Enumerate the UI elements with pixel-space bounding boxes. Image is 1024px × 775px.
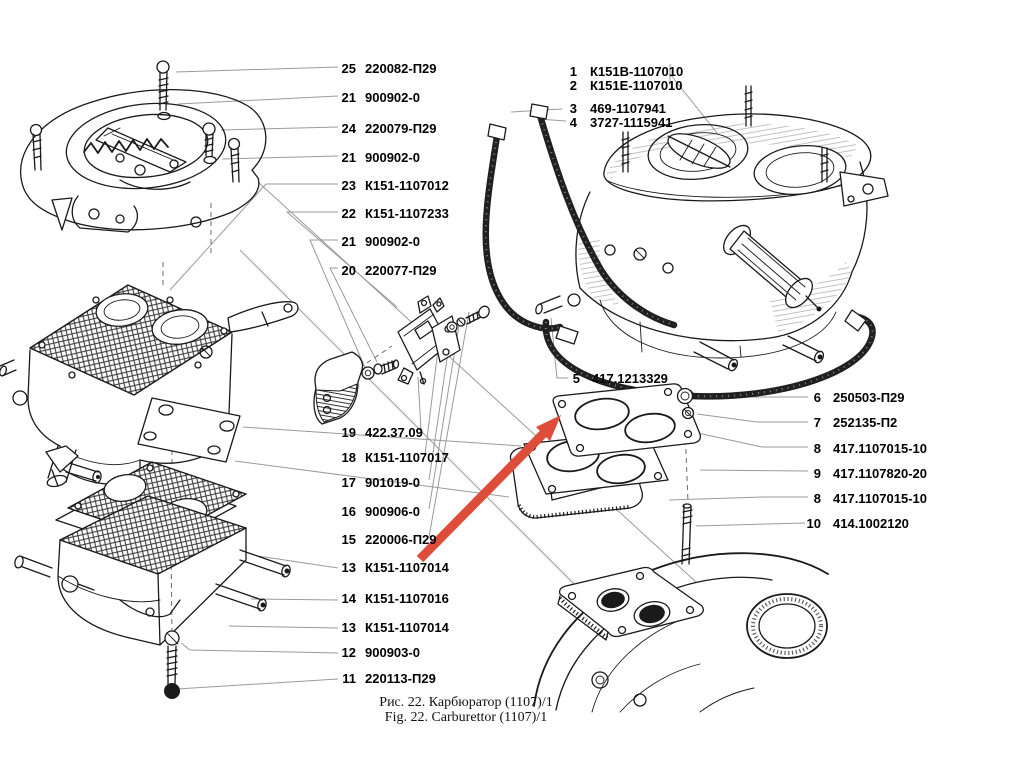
- part-code: 220082-П29: [365, 61, 437, 76]
- part-number: 4: [569, 115, 577, 130]
- part-code: 220079-П29: [365, 121, 437, 136]
- part-code: 900903-0: [365, 645, 420, 660]
- part-label: 10 414.1002120: [791, 516, 909, 531]
- part-number: 8: [813, 441, 821, 456]
- part-code: К151В-1107010: [590, 64, 684, 79]
- part-code: 422.37.09: [365, 425, 423, 440]
- part-code: 417.1107015-10: [833, 441, 927, 456]
- figure-caption: Рис. 22. Карбюратор (1107)/1 Fig. 22. Ca…: [291, 695, 641, 725]
- part-label: 5 417.1213329: [558, 371, 668, 386]
- drawing-gasket-stack: [509, 383, 702, 565]
- part-number: 23: [341, 178, 356, 193]
- part-code: 900902-0: [365, 234, 420, 249]
- drawing-mid-body: [0, 284, 299, 488]
- part-label: 16 900906-0: [334, 504, 420, 519]
- part-number: 6: [813, 390, 821, 405]
- part-label: 8 417.1107015-10: [791, 441, 927, 456]
- part-code: 3727-1115941: [590, 115, 673, 130]
- part-code: К151-1107017: [365, 450, 449, 465]
- drawing-assembled-carburetor: [482, 85, 889, 400]
- part-number: 15: [341, 532, 356, 547]
- part-code: 252135-П2: [833, 415, 898, 430]
- part-label: 7 252135-П2: [791, 415, 898, 430]
- drawing-bottom-body: [14, 445, 291, 699]
- part-label: 11 220113-П29: [334, 671, 436, 686]
- part-code: 417.1213329: [592, 371, 668, 386]
- part-number: 7: [813, 415, 821, 430]
- drawing-manifold: [533, 552, 829, 713]
- part-code: 469-1107941: [590, 101, 666, 116]
- part-number: 10: [806, 516, 821, 531]
- part-label: 21 900902-0: [334, 90, 420, 105]
- part-code: К151-1107014: [365, 560, 449, 575]
- part-number: 12: [341, 645, 356, 660]
- part-label: 9 417.1107820-20: [791, 466, 927, 481]
- part-label: 13 К151-1107014: [334, 620, 449, 635]
- part-number: 1: [569, 64, 577, 79]
- part-label: 18 К151-1107017: [334, 450, 449, 465]
- part-number: 14: [341, 591, 356, 606]
- part-label: 12 900903-0: [334, 645, 420, 660]
- part-number: 16: [341, 504, 356, 519]
- part-code: 901019-0: [365, 475, 420, 490]
- part-number: 21: [341, 234, 356, 249]
- part-label: 1 К151В-1107010: [555, 64, 683, 79]
- part-label: 14 К151-1107016: [334, 591, 449, 606]
- part-code: 417.1107820-20: [833, 466, 927, 481]
- part-number: 18: [341, 450, 356, 465]
- part-label: 15 220006-П29: [334, 532, 437, 547]
- part-number: 13: [341, 560, 356, 575]
- part-code: К151-1107233: [365, 206, 449, 221]
- part-label: 20 220077-П29: [334, 263, 437, 278]
- part-number: 24: [341, 121, 356, 136]
- part-label: 2 К151Е-1107010: [555, 78, 683, 93]
- part-code: 220006-П29: [365, 532, 437, 547]
- part-number: 9: [813, 466, 821, 481]
- part-code: К151-1107014: [365, 620, 449, 635]
- figure-caption-ru: Рис. 22. Карбюратор (1107)/1: [379, 695, 553, 710]
- part-label: 21 900902-0: [334, 150, 420, 165]
- part-number: 22: [341, 206, 356, 221]
- drawing-valve-assembly: [313, 295, 490, 425]
- part-code: 220077-П29: [365, 263, 437, 278]
- part-code: К151Е-1107010: [590, 78, 683, 93]
- part-code: 900906-0: [365, 504, 420, 519]
- part-code: 250503-П29: [833, 390, 905, 405]
- part-label: 25 220082-П29: [334, 61, 437, 76]
- part-number: 20: [341, 263, 356, 278]
- part-number: 21: [341, 90, 356, 105]
- part-code: К151-1107016: [365, 591, 449, 606]
- part-label: 24 220079-П29: [334, 121, 437, 136]
- part-number: 8: [813, 491, 821, 506]
- part-number: 11: [342, 671, 356, 686]
- part-code: 417.1107015-10: [833, 491, 927, 506]
- part-number: 17: [341, 475, 356, 490]
- drawing-top-cover: [20, 60, 267, 233]
- part-label: 21 900902-0: [334, 234, 420, 249]
- part-label: 13 К151-1107014: [334, 560, 449, 575]
- part-number: 19: [341, 425, 356, 440]
- part-label: 6 250503-П29: [791, 390, 905, 405]
- part-code: 900902-0: [365, 90, 420, 105]
- part-number: 5: [572, 371, 580, 386]
- part-label: 3 469-1107941: [555, 101, 666, 116]
- part-label: 19 422.37.09: [334, 425, 423, 440]
- part-number: 2: [569, 78, 577, 93]
- part-number: 13: [341, 620, 356, 635]
- part-label: 23 К151-1107012: [334, 178, 449, 193]
- part-label: 8 417.1107015-10: [791, 491, 927, 506]
- part-code: 414.1002120: [833, 516, 909, 531]
- figure-caption-en: Fig. 22. Carburettor (1107)/1: [384, 710, 548, 725]
- part-number: 3: [569, 101, 577, 116]
- part-code: 220113-П29: [365, 671, 436, 686]
- part-label: 4 3727-1115941: [555, 115, 673, 130]
- part-number: 25: [341, 61, 356, 76]
- part-number: 21: [341, 150, 356, 165]
- part-code: 900902-0: [365, 150, 420, 165]
- red-arrow: [416, 415, 561, 563]
- part-label: 22 К151-1107233: [334, 206, 449, 221]
- part-code: К151-1107012: [365, 178, 449, 193]
- part-label: 17 901019-0: [334, 475, 420, 490]
